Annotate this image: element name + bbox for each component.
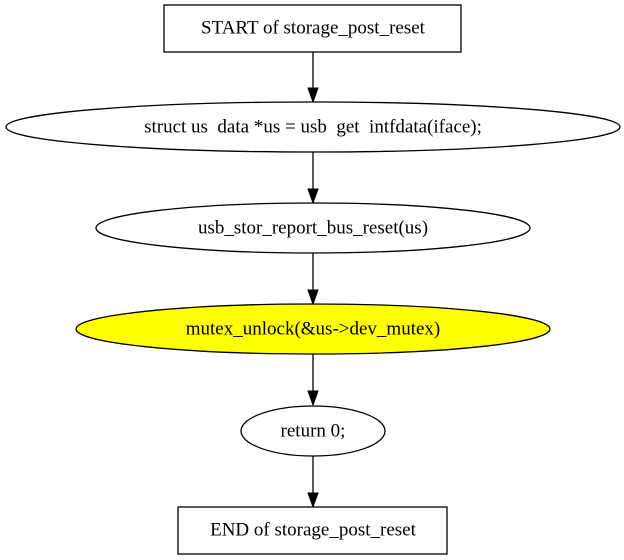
edge-n4-to-end bbox=[307, 456, 319, 509]
edge-n2-to-n3 bbox=[307, 253, 319, 306]
node-return-label: return 0; bbox=[281, 421, 346, 442]
node-start: START of storage_post_reset bbox=[163, 4, 462, 53]
node-report-bus-reset: usb_stor_report_bus_reset(us) bbox=[95, 202, 531, 254]
edge-n3-to-n4 bbox=[307, 354, 319, 407]
node-end-label: END of storage_post_reset bbox=[210, 520, 417, 541]
node-struct-us-label: struct us data *us = usb get intfdata(if… bbox=[144, 117, 482, 138]
node-return: return 0; bbox=[240, 405, 386, 457]
edge-start-to-n1 bbox=[307, 52, 319, 104]
edge-n1-to-n2 bbox=[307, 152, 319, 205]
edges bbox=[307, 52, 319, 509]
node-end: END of storage_post_reset bbox=[177, 506, 448, 555]
node-mutex-unlock-label: mutex_unlock(&us->dev_mutex) bbox=[186, 319, 441, 340]
node-report-bus-reset-label: usb_stor_report_bus_reset(us) bbox=[198, 218, 428, 239]
node-mutex-unlock: mutex_unlock(&us->dev_mutex) bbox=[75, 303, 551, 355]
node-start-label: START of storage_post_reset bbox=[201, 18, 426, 39]
node-struct-us: struct us data *us = usb get intfdata(if… bbox=[5, 101, 621, 153]
